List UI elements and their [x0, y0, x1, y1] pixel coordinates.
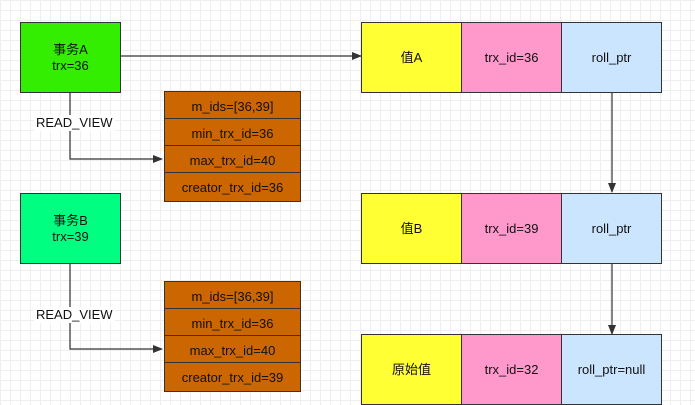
read-view-b-creator-trx-id: creator_trx_id=39	[164, 362, 301, 392]
read-view-label-b: READ_VIEW	[34, 307, 115, 323]
transaction-b-trx: trx=39	[52, 228, 89, 244]
version-a-value: 值A	[361, 22, 462, 93]
transaction-b-box: 事务B trx=39	[20, 193, 121, 264]
read-view-label-a: READ_VIEW	[34, 115, 115, 131]
read-view-b-m-ids: m_ids=[36,39]	[164, 281, 301, 311]
read-view-a-m-ids: m_ids=[36,39]	[164, 91, 301, 121]
read-view-b-min-trx-id: min_trx_id=36	[164, 308, 301, 338]
version-original-trx-id: trx_id=32	[461, 334, 562, 405]
version-b-value: 值B	[361, 193, 462, 264]
transaction-a-trx: trx=36	[52, 57, 89, 73]
read-view-a-creator-trx-id: creator_trx_id=36	[164, 172, 301, 202]
version-a-trx-id: trx_id=36	[461, 22, 562, 93]
read-view-b-max-trx-id: max_trx_id=40	[164, 335, 301, 365]
transaction-a-name: 事务A	[53, 41, 88, 57]
version-original-roll-ptr: roll_ptr=null	[561, 334, 662, 405]
transaction-b-name: 事务B	[53, 212, 88, 228]
arrow-trx-b-to-read-view-b	[69, 264, 163, 353]
version-b-roll-ptr: roll_ptr	[561, 193, 662, 264]
read-view-a-max-trx-id: max_trx_id=40	[164, 145, 301, 175]
transaction-a-box: 事务A trx=36	[20, 22, 121, 93]
read-view-a-min-trx-id: min_trx_id=36	[164, 118, 301, 148]
version-a-roll-ptr: roll_ptr	[561, 22, 662, 93]
version-original-value: 原始值	[361, 334, 462, 405]
version-b-trx-id: trx_id=39	[461, 193, 562, 264]
